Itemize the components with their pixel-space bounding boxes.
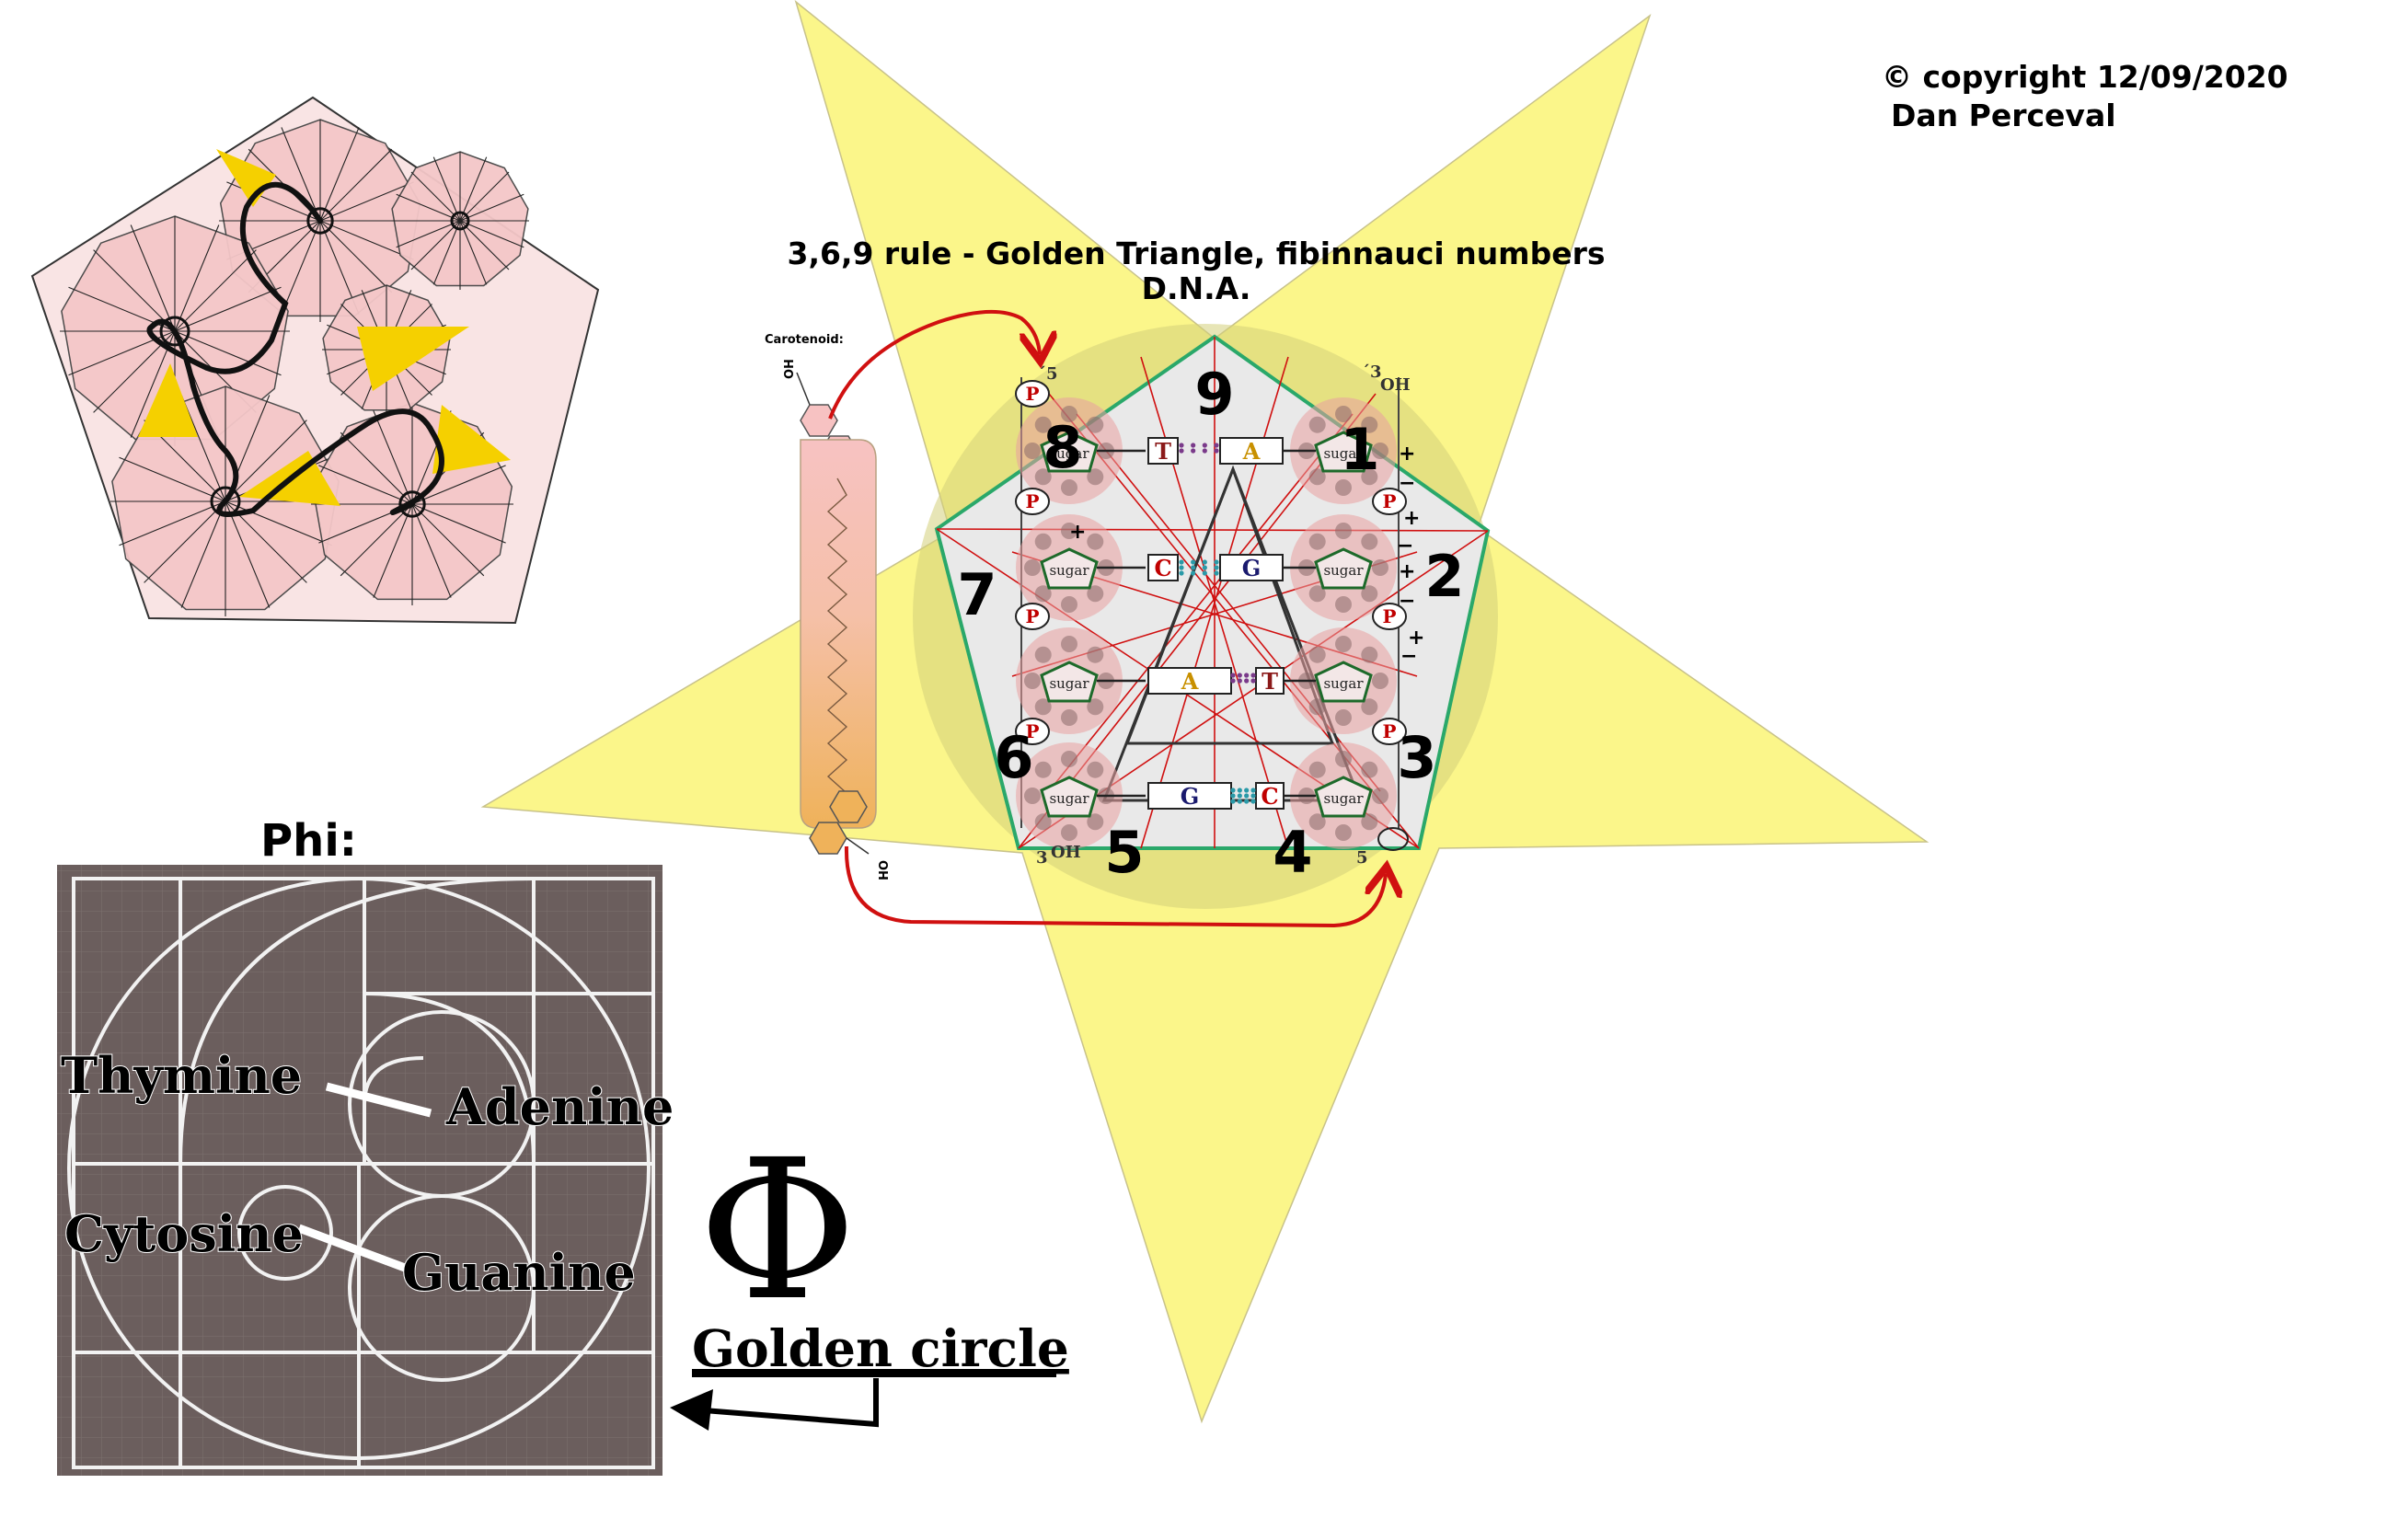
thymine-label: Thymine: [61, 1046, 302, 1105]
sugar-label: sugar: [1323, 562, 1364, 579]
golden-circle-arrow: [691, 1378, 879, 1428]
charge-sign: +: [1408, 627, 1424, 650]
sugar-ring: [1040, 661, 1099, 703]
base-box: [1147, 782, 1232, 810]
charge-sign: −: [1399, 590, 1415, 613]
base-letter: A: [1242, 438, 1261, 465]
phosphate-label: P: [1382, 605, 1396, 627]
base-letter: T: [1262, 668, 1278, 695]
charge-sign: −: [1399, 472, 1415, 495]
red-arrow-bottom: [844, 845, 1386, 928]
sugar-label: sugar: [1323, 790, 1364, 807]
phi-symbol: Φ: [698, 1118, 857, 1343]
sugar-label: sugar: [1323, 675, 1364, 692]
base-letter: G: [1181, 783, 1200, 810]
vertex-numbers: 9 12 3 4 5 6 7 8: [957, 361, 1464, 886]
sugar-label: sugar: [1049, 445, 1089, 462]
five-prime-label: 5: [1356, 848, 1368, 868]
carotenoid-label: Carotenoid:: [765, 333, 844, 347]
base-letter: C: [1154, 555, 1171, 581]
sugar-label: sugar: [1323, 445, 1364, 462]
phosphate: [1015, 603, 1050, 630]
copyright-line: © copyright 12/09/2020: [1882, 59, 2288, 95]
base-letter: A: [1181, 668, 1199, 695]
base-box: [1147, 437, 1179, 465]
vertex-number-9: 9: [1194, 361, 1234, 428]
diagram-title: 3,6,9 rule - Golden Triangle, fibinnauci…: [787, 236, 1605, 271]
charge-sign: +: [1069, 521, 1086, 544]
phosphate: [1372, 718, 1407, 745]
phosphate-label: P: [1382, 720, 1396, 742]
vertex-number-5: 5: [1104, 819, 1144, 886]
phi-heading: Phi:: [260, 815, 357, 867]
charge-sign: +: [1399, 560, 1415, 583]
hydroxyl-bottom-label: OH: [875, 860, 889, 880]
base-box: [1255, 667, 1285, 695]
charge-sign: +: [1403, 507, 1420, 530]
phosphate: [1015, 380, 1050, 408]
red-arrow-top: [828, 309, 1040, 420]
five-prime-label: ´5: [1038, 364, 1058, 384]
sugar-ring: [1314, 661, 1373, 703]
hydroxyl-top-label: OH: [783, 359, 797, 379]
vertex-number-2: 2: [1424, 543, 1464, 610]
vertex-number-7: 7: [957, 561, 997, 628]
phi-grid-panel: Thymine Adenine Cytosine Guanine: [57, 865, 674, 1476]
phosphate: [1372, 603, 1407, 630]
vertex-number-8: 8: [1043, 414, 1082, 481]
vertex-number-6: 6: [994, 724, 1033, 791]
phosphate: [1015, 488, 1050, 515]
phosphate-label: P: [1382, 490, 1396, 512]
adenine-label: Adenine: [445, 1077, 674, 1136]
phosphate: [1015, 718, 1050, 745]
charge-sign: −: [1400, 645, 1417, 668]
charge-sign: −: [1397, 535, 1413, 558]
vertex-number-3: 3: [1397, 724, 1436, 791]
phosphate-label: P: [1025, 720, 1039, 742]
sugar-ring: [1040, 547, 1099, 590]
golden-circle-label: Golden circle: [692, 1318, 1069, 1378]
base-box: [1147, 554, 1179, 581]
phosphate-label: P: [1025, 383, 1039, 405]
base-letter: T: [1155, 438, 1171, 465]
cytosine-label: Cytosine: [64, 1204, 304, 1263]
base-box: [1219, 437, 1284, 465]
phosphate: [1372, 488, 1407, 515]
guanine-label: Guanine: [402, 1243, 636, 1302]
gold-wedge: [138, 363, 198, 437]
black-spiral-path: [146, 181, 444, 517]
vertex-number-4: 4: [1273, 819, 1312, 886]
oh-label: OH: [1051, 843, 1081, 862]
sugar-label: sugar: [1049, 675, 1089, 692]
base-letter: G: [1242, 555, 1262, 581]
gold-wedge: [432, 405, 511, 474]
phosphate-label: P: [1025, 490, 1039, 512]
oh-label: OH: [1380, 375, 1411, 395]
three-prime-label: 3: [1036, 848, 1048, 868]
vertex-number-1: 1: [1340, 416, 1379, 483]
sugar-ring: [1314, 776, 1373, 818]
charge-sign: +: [1399, 443, 1415, 466]
diagram-subtitle: D.N.A.: [1142, 270, 1251, 306]
sugar-ring: [1040, 431, 1099, 473]
sugar-ring: [1314, 431, 1373, 473]
sugar-label: sugar: [1049, 790, 1089, 807]
author-line: Dan Perceval: [1891, 98, 2116, 133]
spiral-pentagon: [30, 96, 600, 625]
gold-wedge: [357, 327, 469, 391]
base-letter: C: [1261, 783, 1278, 810]
sugar-ring: [1314, 547, 1373, 590]
base-box: [1255, 782, 1285, 810]
base-box: [1219, 554, 1284, 581]
sugar-label: sugar: [1049, 562, 1089, 579]
phosphate-label: P: [1025, 605, 1039, 627]
golden-circle-arrow-head: [670, 1389, 713, 1431]
three-prime-label: ´3: [1362, 362, 1382, 382]
carotenoid-molecule: Carotenoid: OH OH: [765, 333, 889, 880]
sugar-ring: [1040, 776, 1099, 818]
